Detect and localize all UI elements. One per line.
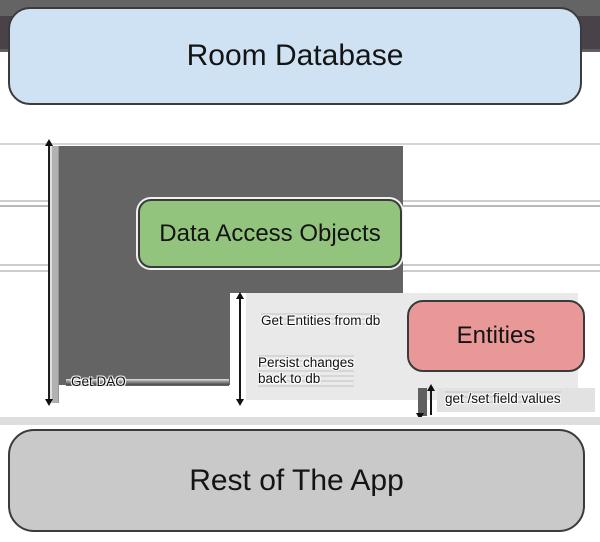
node-entities: Entities (407, 300, 585, 372)
node-room-database: Room Database (8, 7, 582, 105)
dao-db-double-arrow (239, 298, 241, 400)
get-dao-arrow-shaft (66, 379, 229, 386)
node-data-access-objects: Data Access Objects (138, 199, 402, 268)
get-dao-arrow (48, 146, 59, 403)
entities-getset-thin-arrow (430, 388, 432, 415)
hairline-artifact (0, 143, 600, 145)
arrow-up-head-icon (427, 384, 435, 391)
arrow-down-head-icon (45, 399, 53, 406)
node-label: Entities (456, 322, 536, 349)
node-label: Rest of The App (189, 463, 404, 497)
edge-label-line: back to db (258, 371, 321, 386)
arrow-up-head-icon (236, 292, 244, 299)
edge-label-get-dao: Get DAO (71, 374, 126, 389)
entities-getset-arrow (418, 388, 427, 416)
arrow-up-head-icon (45, 139, 53, 146)
node-rest-of-the-app: Rest of The App (8, 429, 585, 532)
edge-label-line: Persist changes (258, 355, 355, 370)
giant-arrow-gray-column-lower (59, 293, 230, 385)
label-smear-band (437, 388, 595, 412)
node-label: Room Database (186, 39, 404, 72)
edge-label-get-entities: Get Entities from db (261, 313, 381, 328)
edge-label-get-set-field-values: get /set field values (445, 391, 561, 406)
arrow-down-head-icon (236, 399, 244, 406)
edge-label-persist-changes: Persist changes back to db (258, 355, 355, 387)
node-label: Data Access Objects (159, 219, 381, 247)
arrow-down-head-icon (416, 413, 424, 420)
hairline-artifact-band (0, 417, 600, 425)
